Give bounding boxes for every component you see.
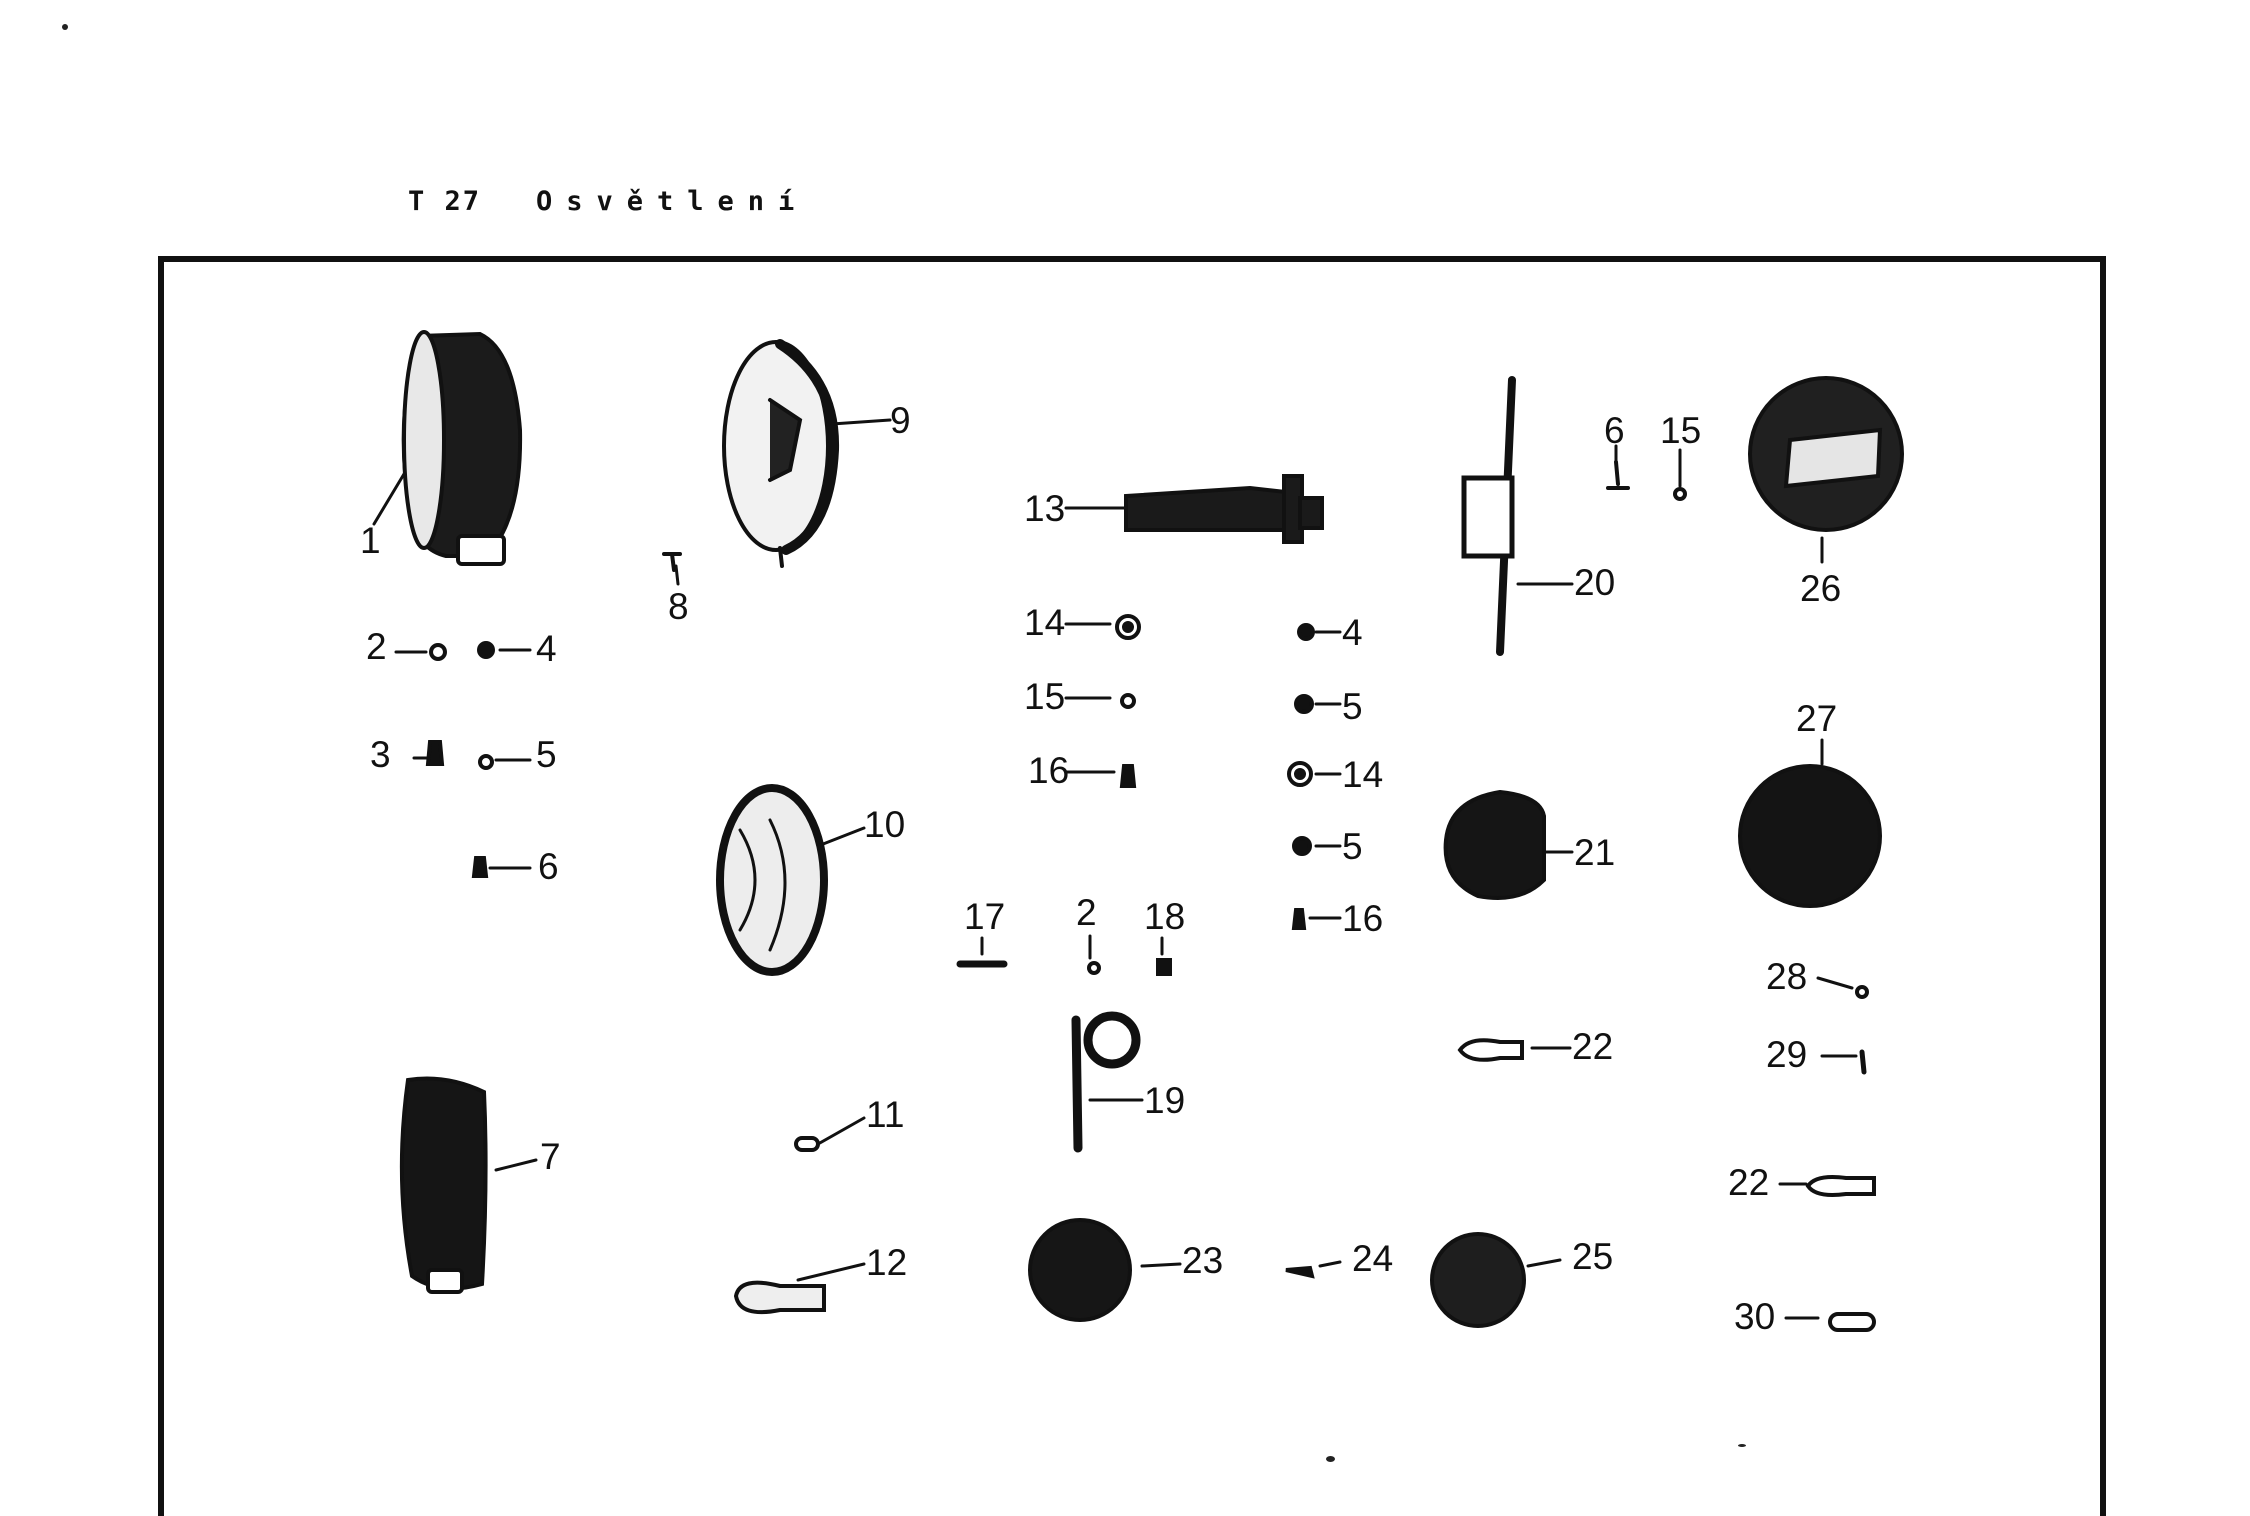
callout-14b: 14: [1342, 754, 1384, 795]
callout-24: 24: [1352, 1238, 1394, 1279]
callout-1: 1: [360, 520, 381, 561]
bulb-small-part: [1828, 1312, 1876, 1332]
spring-washer-part: [1120, 693, 1136, 709]
bolt-part: [1291, 908, 1307, 930]
washer-part: [1855, 985, 1869, 999]
headlamp-shell-part: [399, 1076, 488, 1294]
callout-15b: 15: [1660, 410, 1702, 451]
leader-lines: [372, 418, 1858, 1320]
callout-11: 11: [866, 1094, 905, 1135]
callout-23: 23: [1182, 1240, 1224, 1281]
headlamp-housing-part: [401, 330, 523, 566]
callout-7: 7: [540, 1136, 561, 1177]
callout-5c: 5: [1342, 826, 1363, 867]
callout-17: 17: [964, 896, 1006, 937]
washer-part: [1115, 614, 1141, 640]
screw-part: [1859, 1049, 1867, 1075]
spring-washer-part: [1673, 487, 1687, 501]
nut-part: [477, 641, 495, 659]
callout-2b: 2: [1076, 892, 1097, 933]
callout-19: 19: [1144, 1080, 1186, 1121]
clamp-part: [1071, 1011, 1141, 1153]
callout-4b: 4: [1342, 612, 1363, 653]
callout-27: 27: [1796, 698, 1838, 739]
callout-5: 5: [536, 734, 557, 775]
bulb-large-part: [733, 1280, 826, 1315]
scan-speck: [62, 24, 68, 30]
callout-16: 16: [1028, 750, 1070, 791]
callout-22b: 22: [1728, 1162, 1770, 1203]
callout-6b: 6: [1604, 410, 1625, 451]
switch-body-part: [1443, 789, 1546, 900]
callout-4: 4: [536, 628, 557, 669]
switch-lever-part: [1124, 474, 1324, 544]
callout-14: 14: [1024, 602, 1066, 643]
spring-washer-part: [1087, 961, 1101, 975]
callout-16b: 16: [1342, 898, 1384, 939]
callout-15: 15: [1024, 676, 1066, 717]
bracket-part: [1461, 376, 1516, 656]
screw-part: [1606, 460, 1630, 490]
page-code: T 27: [408, 186, 482, 217]
bulb-part: [1457, 1038, 1524, 1062]
bolt-part: [1119, 764, 1137, 788]
bolt-part: [471, 856, 489, 878]
callout-26: 26: [1800, 568, 1842, 609]
reflector-part: [716, 784, 828, 976]
callout-9: 9: [890, 400, 911, 441]
spring-washer-part: [429, 643, 447, 661]
callout-8: 8: [668, 586, 689, 627]
callout-30: 30: [1734, 1296, 1776, 1337]
headlamp-unit-part: [722, 339, 840, 568]
lamp-cover-part: [1430, 1232, 1526, 1328]
washer-part: [1287, 761, 1313, 787]
callout-20: 20: [1574, 562, 1616, 603]
washer-part: [478, 754, 494, 770]
washer-part: [1294, 768, 1306, 780]
round-lamp-part: [1738, 764, 1882, 908]
callout-10: 10: [864, 804, 906, 845]
callout-6: 6: [538, 846, 559, 887]
callout-12: 12: [866, 1242, 908, 1283]
clip-part: [1285, 1265, 1315, 1279]
nut-part: [1156, 958, 1172, 976]
callout-18: 18: [1144, 896, 1186, 937]
bulb-small-part: [794, 1136, 820, 1152]
bulb-part: [1805, 1175, 1876, 1197]
callout-2: 2: [366, 626, 387, 667]
diagram-frame: [158, 256, 2106, 1516]
callout-25: 25: [1572, 1236, 1614, 1277]
nut-part: [1294, 694, 1314, 714]
nut-part: [1292, 836, 1312, 856]
tail-lamp-part: [1748, 376, 1904, 532]
lamp-lens-part: [1028, 1218, 1132, 1322]
washer-part: [1122, 621, 1134, 633]
scan-speck: [1326, 1456, 1335, 1462]
bolt-part: [425, 740, 445, 766]
callout-22: 22: [1572, 1026, 1614, 1067]
callout-29: 29: [1766, 1034, 1808, 1075]
callout-21: 21: [1574, 832, 1616, 873]
nut-part: [1297, 623, 1315, 641]
callout-28: 28: [1766, 956, 1808, 997]
page-title: Osvětlení: [536, 186, 809, 217]
screw-part: [662, 552, 682, 572]
callout-5b: 5: [1342, 686, 1363, 727]
callout-3: 3: [370, 734, 391, 775]
scan-speck: [1738, 1444, 1746, 1447]
callout-13: 13: [1024, 488, 1066, 529]
